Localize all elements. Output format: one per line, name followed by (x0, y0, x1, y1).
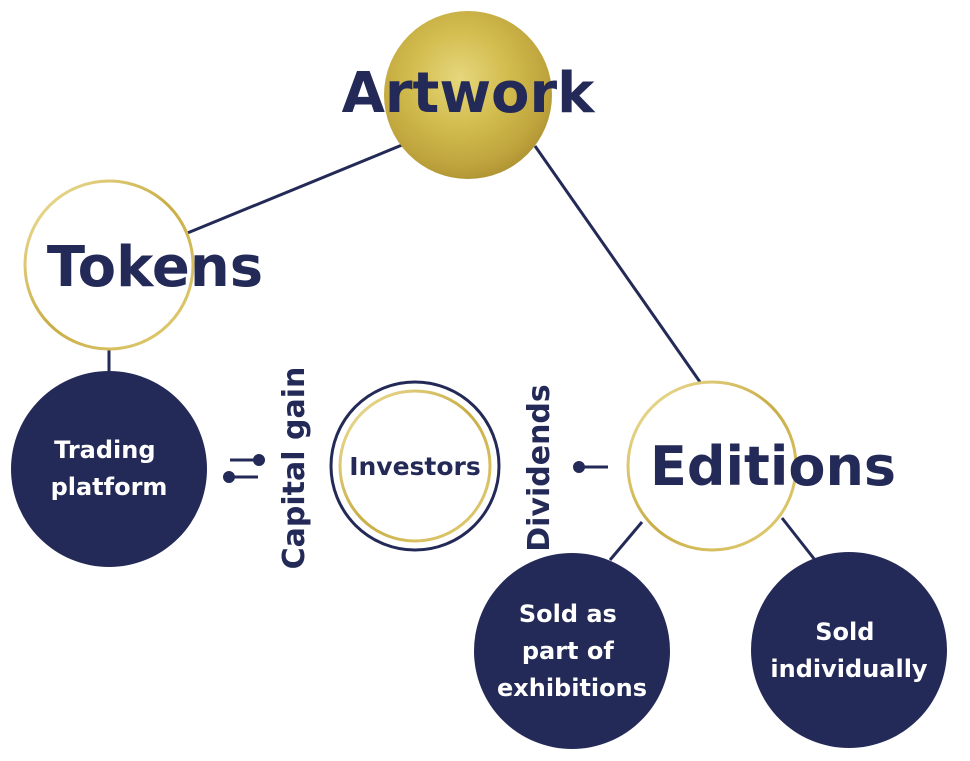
investors-label: Investors (349, 452, 481, 481)
capital-gain-arrows-icon (223, 454, 265, 483)
connector-artwork-tokens (184, 143, 403, 236)
capital-gain-label: Capital gain (277, 367, 312, 570)
sold-individually-label: Sold individually (770, 618, 928, 683)
connector-editions-exhibitions (608, 521, 644, 561)
sold-individually-node (751, 552, 947, 748)
editions-label: Editions (650, 435, 896, 498)
dividends-arrow-icon (573, 461, 608, 473)
sold-exhibitions-line-1: Sold as (519, 600, 617, 628)
trading-platform-node (11, 371, 207, 567)
sold-individually-line-1: Sold (815, 618, 874, 646)
trading-platform-line-1: Trading (54, 436, 155, 464)
connector-editions-individually (780, 517, 817, 561)
sold-exhibitions-line-2: part of (522, 637, 615, 665)
sold-exhibitions-label: Sold as part of exhibitions (497, 600, 647, 702)
connector-artwork-editions (533, 145, 702, 383)
sold-individually-line-2: individually (770, 655, 928, 683)
trading-platform-label: Trading platform (51, 436, 168, 501)
tokens-label: Tokens (47, 235, 263, 300)
trading-platform-line-2: platform (51, 473, 168, 501)
artwork-label: Artwork (342, 61, 597, 126)
artwork-node (384, 11, 552, 179)
editions-node (626, 380, 798, 552)
sold-exhibitions-node (474, 553, 670, 749)
dividends-label: Dividends (522, 384, 557, 552)
tokens-node (23, 179, 195, 351)
investors-outer-ring (329, 380, 501, 552)
investors-inner-ring (338, 389, 492, 543)
sold-exhibitions-line-3: exhibitions (497, 674, 647, 702)
